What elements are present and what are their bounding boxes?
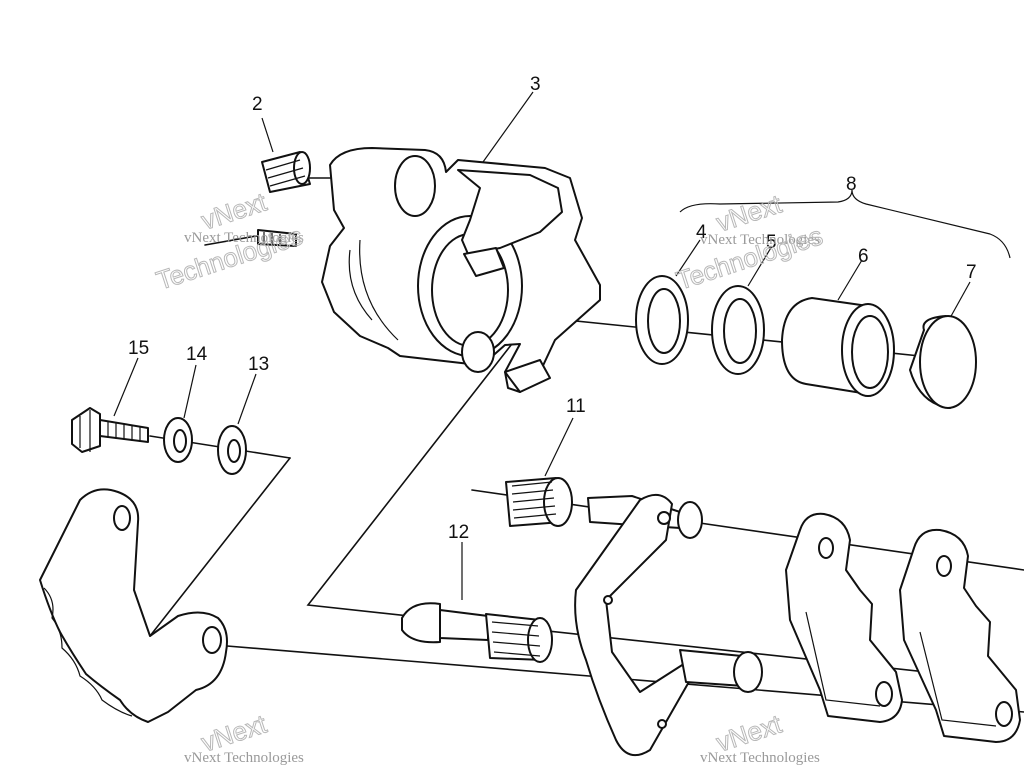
svg-text:vNext: vNext xyxy=(198,186,271,235)
callout-11: 11 xyxy=(566,396,586,417)
caliper-body-part-3 xyxy=(321,147,601,393)
bleed-screw-part-2 xyxy=(261,151,311,193)
mounting-bracket xyxy=(39,488,228,723)
callout-4: 4 xyxy=(696,222,707,243)
watermark-left-bottom: vNext vNext Technologies xyxy=(184,708,304,766)
callout-2: 2 xyxy=(252,94,263,115)
piston-part-6 xyxy=(781,297,895,397)
callout-7: 7 xyxy=(966,262,977,283)
svg-text:vNext Technologies: vNext Technologies xyxy=(700,750,820,766)
brake-pad-outer xyxy=(899,528,1021,743)
callout-5: 5 xyxy=(766,232,777,253)
lock-washer-part-14 xyxy=(163,417,193,463)
seal-ring-part-4 xyxy=(635,275,689,365)
callout-15: 15 xyxy=(128,338,149,359)
callout-13: 13 xyxy=(248,354,269,375)
callout-6: 6 xyxy=(858,246,869,267)
svg-text:vNext: vNext xyxy=(713,188,786,237)
svg-text:vNext Technologies: vNext Technologies xyxy=(184,230,304,246)
seal-ring-part-5 xyxy=(711,285,765,375)
dust-cap-part-7 xyxy=(909,315,977,409)
callout-8: 8 xyxy=(846,174,857,195)
watermark-left-top: vNext vNext Technologies Technologies xyxy=(152,186,307,296)
bolt-part-15 xyxy=(71,407,149,453)
callout-labels: 2 3 4 5 6 7 8 11 12 13 14 15 xyxy=(128,74,977,543)
pin-part-12 xyxy=(401,602,553,663)
bleed-fitting xyxy=(257,229,297,247)
caliper-bracket xyxy=(574,493,763,757)
watermark-right-bottom: vNext vNext Technologies xyxy=(700,708,820,766)
callout-12: 12 xyxy=(448,522,469,543)
boot-part-11 xyxy=(505,477,573,527)
leader-lines xyxy=(113,91,1011,600)
svg-text:vNext Technologies: vNext Technologies xyxy=(184,750,304,766)
svg-text:vNext Technologies: vNext Technologies xyxy=(700,232,820,248)
callout-14: 14 xyxy=(186,344,208,365)
callout-3: 3 xyxy=(530,74,541,95)
flat-washer-part-13 xyxy=(217,425,247,475)
brake-pad-inner xyxy=(785,512,903,723)
